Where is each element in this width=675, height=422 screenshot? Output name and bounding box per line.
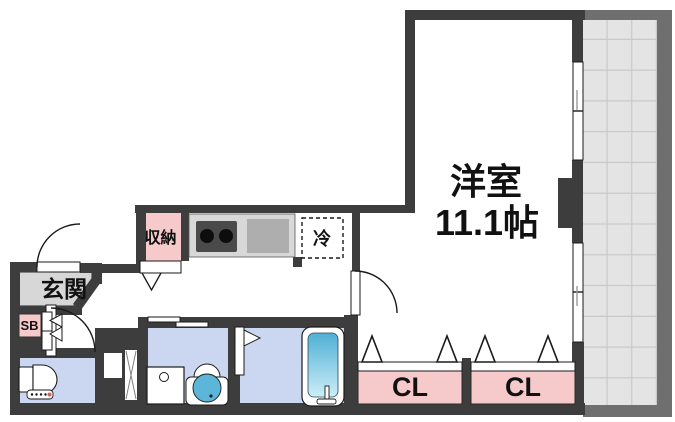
washing-machine-pan-icon xyxy=(146,366,185,405)
stove xyxy=(196,221,237,252)
closet-right xyxy=(470,333,576,405)
shoe-box-label: SB xyxy=(20,318,38,333)
closet-left xyxy=(357,333,463,405)
kitchen xyxy=(188,213,344,259)
refrigerator-dashed-box-icon xyxy=(301,217,344,259)
folding-door-triangle-icon xyxy=(141,272,162,292)
sliding-door-icon xyxy=(147,316,209,328)
folding-door-triangle-icon xyxy=(243,329,262,347)
toilet-icon xyxy=(18,364,58,400)
double-sliding-window-icon xyxy=(572,61,584,343)
washbasin-icon xyxy=(185,363,229,406)
room-door-swing-icon xyxy=(350,270,398,316)
balcony xyxy=(578,10,672,417)
main-room-size: 11.1帖 xyxy=(435,202,539,243)
closet-left-label: CL xyxy=(392,372,428,402)
pipe-space-cross-icon xyxy=(125,350,137,400)
bathtub-icon xyxy=(301,326,345,407)
shoe-box-folding-door xyxy=(41,311,63,351)
bathroom-folding-door xyxy=(234,326,262,376)
folding-door-triangle-icon xyxy=(435,333,459,363)
entry-door-swing-icon xyxy=(36,223,81,273)
refrigerator-label: 冷 xyxy=(313,228,331,249)
main-room-label: 洋室 xyxy=(450,161,522,202)
folding-door-triangle-icon xyxy=(360,333,384,363)
closet-right-label: CL xyxy=(505,372,541,402)
stove-burners-icon xyxy=(219,229,233,243)
folding-door-triangle-icon xyxy=(48,313,63,328)
faucet-icon xyxy=(316,398,337,405)
entrance-label: 玄関 xyxy=(41,276,87,302)
balcony-wall-bottom xyxy=(583,405,672,417)
sink-icon xyxy=(247,219,289,253)
folding-door-triangle-icon xyxy=(49,326,63,342)
storage-label: 収納 xyxy=(144,228,176,247)
stove-burners-icon xyxy=(200,229,214,243)
folding-door-triangle-icon xyxy=(536,333,560,363)
shoe-box xyxy=(18,313,42,338)
faucet-icon xyxy=(324,385,330,400)
balcony-tile-grid-icon xyxy=(583,20,657,405)
balcony-wall-top xyxy=(578,10,672,20)
balcony-wall-right xyxy=(657,10,672,417)
storage-closet xyxy=(139,213,182,292)
storage-floor xyxy=(146,213,181,261)
wall-niche xyxy=(104,353,122,378)
folding-door-triangle-icon xyxy=(473,333,497,363)
